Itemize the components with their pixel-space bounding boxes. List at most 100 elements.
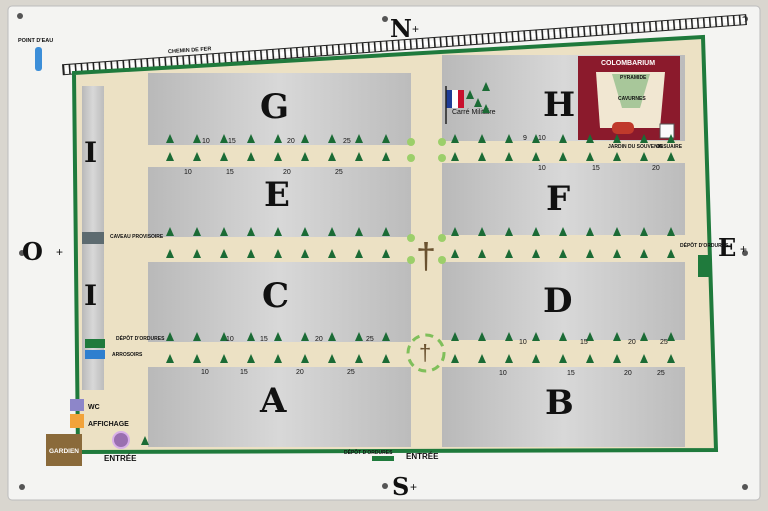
cavurnes-label: CAVURNES [618, 96, 646, 102]
tree-icon [382, 227, 390, 236]
tree-icon [166, 134, 174, 143]
row-number: 10 [538, 165, 546, 172]
tree-icon [474, 98, 482, 107]
tree-icon [451, 332, 459, 341]
tree-icon [505, 249, 513, 258]
plot-e [148, 167, 411, 237]
tree-icon [451, 249, 459, 258]
tree-icon [274, 249, 282, 258]
tree-icon [247, 354, 255, 363]
bush-icon [407, 154, 415, 162]
compass-west-cross: + [56, 245, 63, 259]
tree-icon [193, 354, 201, 363]
tree-icon [482, 104, 490, 113]
tree-icon [586, 227, 594, 236]
depot-bottom-block [372, 456, 394, 461]
tree-icon [382, 332, 390, 341]
flower-icon [112, 431, 130, 449]
section-i-top: I [84, 136, 97, 169]
tree-icon [613, 227, 621, 236]
row-number: 20 [628, 339, 636, 346]
compass-south: S [392, 472, 409, 501]
bush-icon [407, 256, 415, 264]
tree-icon [640, 249, 648, 258]
tree-icon [193, 249, 201, 258]
tree-icon [274, 227, 282, 236]
tree-icon [667, 152, 675, 161]
tree-icon [193, 332, 201, 341]
tree-icon [667, 332, 675, 341]
caveau-block [82, 232, 104, 244]
section-h: H [543, 85, 575, 125]
section-a: A [259, 381, 287, 421]
carre-militaire: Carré Militaire [445, 86, 496, 124]
tree-icon [355, 354, 363, 363]
row-number: 20 [624, 370, 632, 377]
tree-icon [640, 354, 648, 363]
bush-icon [407, 234, 415, 242]
tree-icon [559, 354, 567, 363]
tree-icon [355, 134, 363, 143]
tree-icon [301, 134, 309, 143]
tree-icon [220, 152, 228, 161]
tree-icon [382, 354, 390, 363]
tree-icon [505, 354, 513, 363]
bush-icon [407, 138, 415, 146]
tree-icon [220, 134, 228, 143]
tree-icon [328, 152, 336, 161]
tree-icon [355, 249, 363, 258]
plot-a [148, 367, 411, 447]
row-number: 9 [523, 135, 527, 142]
tree-icon [478, 249, 486, 258]
tree-icon [247, 249, 255, 258]
tree-icon [451, 152, 459, 161]
water-point-label: POINT D'EAU [18, 38, 53, 44]
tree-icon [613, 152, 621, 161]
tree-icon [328, 134, 336, 143]
compass-north: N [390, 14, 412, 43]
depot-left-label: DÉPÔT D'ORDURES [116, 334, 165, 342]
row-number: 15 [260, 336, 268, 343]
section-g: G [260, 87, 289, 127]
tree-icon [274, 332, 282, 341]
tree-icon [141, 436, 149, 445]
tree-icon [193, 134, 201, 143]
tree-icon [274, 152, 282, 161]
compass-west: O [22, 237, 43, 266]
row-number: 10 [226, 336, 234, 343]
section-d: D [543, 281, 572, 321]
tree-icon [559, 249, 567, 258]
wc-label: WC [88, 404, 100, 411]
compass-north-cross: + [412, 22, 419, 36]
bush-icon [438, 256, 446, 264]
depot-bottom-label: DÉPÔT D'ORDURES [344, 448, 393, 456]
row-number: 20 [315, 336, 323, 343]
row-number: 10 [499, 370, 507, 377]
tree-icon [532, 134, 540, 143]
row-number: 10 [201, 369, 209, 376]
tree-icon [505, 134, 513, 143]
tree-icon [532, 152, 540, 161]
section-f: F [546, 179, 570, 219]
tree-icon [640, 152, 648, 161]
row-number: 20 [652, 165, 660, 172]
caveau-label: CAVEAU PROVISOIRE [110, 234, 164, 240]
row-number: 25 [657, 370, 665, 377]
railway-label: CHEMIN DE FER [168, 46, 212, 55]
tree-icon [667, 227, 675, 236]
tree-icon [478, 332, 486, 341]
tree-icon [301, 152, 309, 161]
tree-icon [466, 90, 474, 99]
tree-icon [220, 354, 228, 363]
tree-icon [532, 249, 540, 258]
pyramid-label: PYRAMIDE [620, 75, 647, 81]
tree-icon [532, 354, 540, 363]
section-c: C [262, 276, 289, 316]
tree-icon [667, 134, 675, 143]
tree-icon [586, 332, 594, 341]
tree-icon [451, 354, 459, 363]
plot-c [148, 262, 411, 342]
affichage-label: AFFICHAGE [88, 421, 129, 428]
tree-icon [166, 332, 174, 341]
